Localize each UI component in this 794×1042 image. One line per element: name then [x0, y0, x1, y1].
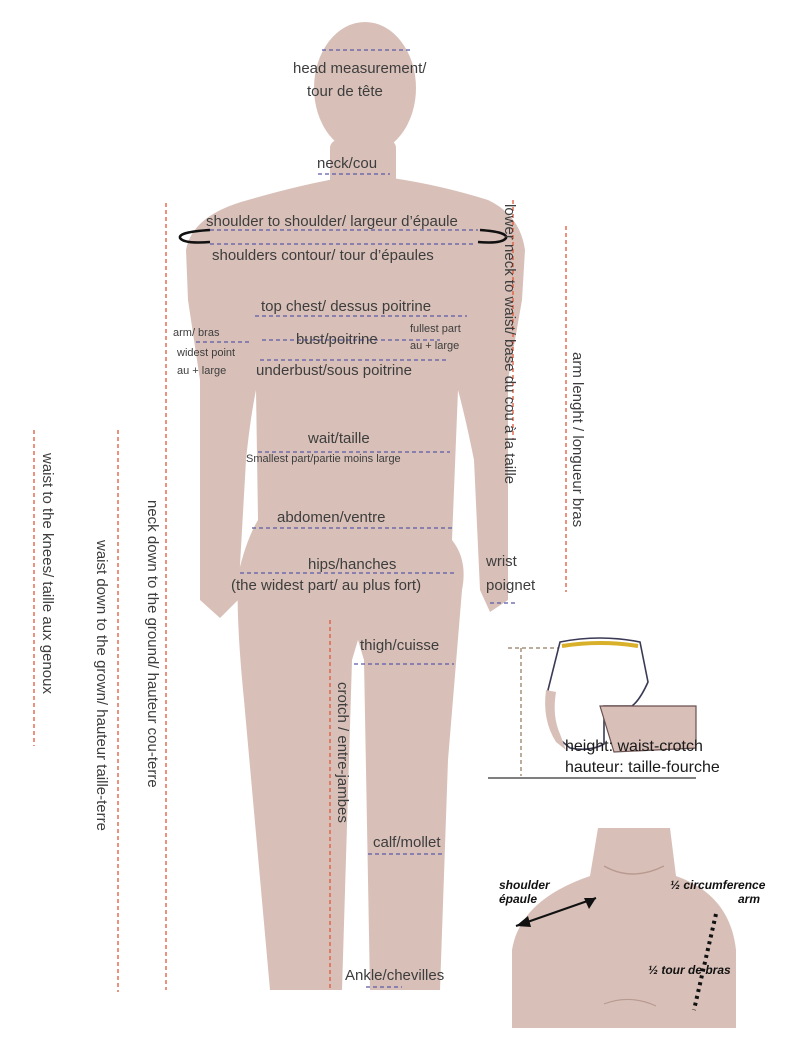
- shoulder-inset: [512, 828, 736, 1028]
- neck-to-ground-label: neck down to the ground/ hauteur cou-ter…: [144, 500, 161, 788]
- shoulder-contour-arrows: [178, 228, 508, 244]
- fullest-part-label: fullest part: [410, 323, 461, 335]
- crotch-label: crotch / entre-jambes: [334, 682, 351, 823]
- inset-shoulder-label: shoulder: [499, 878, 550, 892]
- hips-label: hips/hanches: [308, 556, 397, 573]
- wrist-label: wrist: [486, 553, 517, 570]
- arm-label: arm/ bras: [173, 327, 220, 339]
- arm-widest-label-fr: au + large: [177, 365, 227, 377]
- waist-sub-label: Smallest part/partie moins large: [246, 453, 401, 465]
- waist-to-knees-label: waist to the knees/ taille aux genoux: [39, 453, 56, 694]
- half-circumference-label: ½ circumference: [670, 878, 766, 892]
- ankle-label: Ankle/chevilles: [345, 967, 445, 984]
- crotch-height-label: height: waist-crotch: [565, 738, 703, 755]
- body-silhouette: [186, 22, 525, 990]
- lower-neck-to-waist-label: lower neck to waist/ base du cou à la ta…: [501, 204, 518, 485]
- calf-label: calf/mollet: [373, 834, 441, 851]
- arm-widest-label: widest point: [177, 347, 236, 359]
- top-chest-label: top chest/ dessus poitrine: [261, 298, 432, 315]
- waist-to-ground-label: waist down to the grown/ hauteur taille-…: [93, 540, 110, 831]
- thigh-label: thigh/cuisse: [360, 637, 440, 654]
- vertical-guides: [33, 200, 567, 992]
- hips-sub-label: (the widest part/ au plus fort): [231, 577, 422, 594]
- half-arm-tour-label: ½ tour de bras: [648, 963, 731, 977]
- waist-label: wait/taille: [308, 430, 370, 447]
- arm-length-label: arm lenght / longueur bras: [569, 352, 586, 528]
- wrist-label-fr: poignet: [486, 577, 536, 594]
- crotch-height-label-fr: hauteur: taille-fourche: [565, 759, 720, 776]
- inset-shoulder-label-fr: épaule: [499, 892, 538, 906]
- head-label-fr: tour de tête: [307, 83, 383, 100]
- measurement-lines: [196, 49, 516, 988]
- shoulders-contour-label: shoulders contour/ tour d’épaules: [212, 247, 434, 264]
- fullest-part-label-fr: au + large: [410, 340, 460, 352]
- neck-label: neck/cou: [317, 155, 378, 172]
- abdomen-label: abdomen/ventre: [277, 509, 386, 526]
- crotch-height-inset: [488, 637, 697, 779]
- underbust-label: underbust/sous poitrine: [256, 362, 412, 379]
- half-circumference-arm-label: arm: [738, 892, 761, 906]
- shoulder-to-shoulder-label: shoulder to shoulder/ largeur d’épaule: [206, 213, 458, 230]
- bust-label: bust/poitrine: [296, 331, 378, 348]
- head-label: head measurement/: [293, 60, 427, 77]
